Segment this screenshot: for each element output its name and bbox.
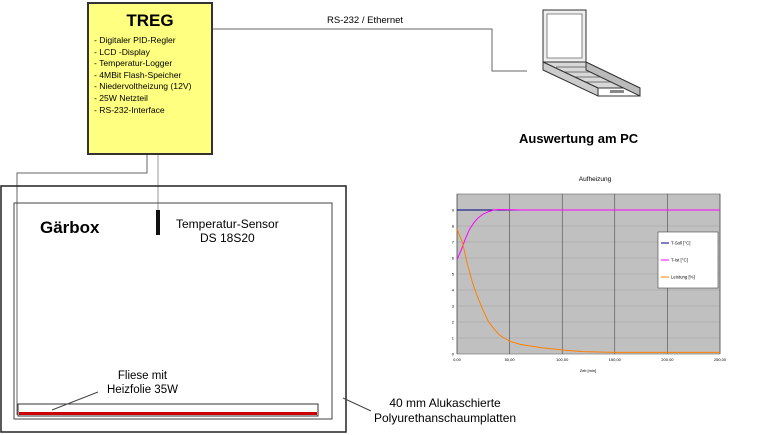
chart-x-tick-label: 100,00 bbox=[556, 357, 569, 362]
gaerbox-outer-wall bbox=[0, 185, 347, 433]
chart-y-tick-label: 9 bbox=[452, 208, 455, 213]
heater-leader-line bbox=[51, 391, 99, 411]
laptop-icon bbox=[542, 9, 641, 97]
insulation-label: 40 mm Alukaschierte Polyurethanschaumpla… bbox=[374, 396, 516, 426]
chart-y-tick-label: 7 bbox=[452, 240, 455, 245]
chart-x-tick-label: 250,00 bbox=[714, 357, 727, 362]
chart-legend-label: Leistung [%] bbox=[671, 275, 695, 280]
chart-legend-label: T-Soll [°C] bbox=[671, 241, 690, 246]
chart-y-tick-label: 0 bbox=[452, 352, 455, 357]
heater-label: Fliese mit Heizfolie 35W bbox=[107, 369, 178, 397]
treg-controller: TREG - Digitaler PID-Regler - LCD -Displ… bbox=[87, 2, 213, 155]
treg-feature-list: - Digitaler PID-Regler - LCD -Display - … bbox=[94, 35, 191, 116]
treg-feature: - Niedervoltheizung (12V) bbox=[94, 81, 192, 92]
temperature-sensor bbox=[156, 210, 160, 235]
insulation-label-line: 40 mm Alukaschierte bbox=[389, 396, 501, 410]
chart-y-tick-label: 2 bbox=[452, 320, 455, 325]
chart-xlabel: Zeit [min] bbox=[580, 368, 596, 373]
rs232-cable bbox=[213, 28, 527, 72]
treg-feature: - Temperatur-Logger bbox=[94, 58, 173, 69]
chart-y-tick-label: 1 bbox=[452, 336, 455, 341]
insulation-label-line: Polyurethanschaumplatten bbox=[374, 411, 517, 425]
connection-label: RS-232 / Ethernet bbox=[327, 15, 404, 26]
treg-feature: - Digitaler PID-Regler bbox=[94, 35, 176, 45]
chart-y-tick-label: 8 bbox=[452, 224, 455, 229]
chart-x-tick-label: 200,00 bbox=[661, 357, 674, 362]
chart-y-tick-label: 3 bbox=[452, 304, 455, 309]
gaerbox-inner-wall bbox=[13, 202, 333, 420]
treg-feature: - RS-232-Interface bbox=[94, 104, 165, 115]
chart-x-tick-label: 150,00 bbox=[609, 357, 622, 362]
chart-series-line bbox=[456, 229, 720, 353]
chart-y-tick-label: 4 bbox=[452, 288, 455, 293]
heater-label-line: Fliese mit bbox=[117, 370, 168, 382]
chart-y-tick-label: 5 bbox=[452, 272, 455, 277]
chart-y-tick-label: 6 bbox=[452, 256, 455, 261]
sensor-label: Temperatur-Sensor DS 18S20 bbox=[176, 217, 279, 245]
chart-title: Aufheizung bbox=[579, 176, 612, 183]
heater-cable bbox=[16, 155, 148, 415]
sensor-label-line: Temperatur-Sensor bbox=[176, 217, 279, 231]
chart-legend-label: T-Ist [°C] bbox=[671, 258, 688, 263]
insulation-leader-line bbox=[342, 397, 372, 412]
chart-legend: T-Soll [°C] T-Ist [°C] Leistung [%] bbox=[657, 231, 719, 289]
chart-x-tick-label: 0,00 bbox=[453, 357, 462, 362]
pc-label: Auswertung am PC bbox=[519, 131, 639, 146]
gaerbox-title: Gärbox bbox=[40, 218, 100, 237]
chart-series-line bbox=[456, 208, 720, 260]
chart-x-tick-label: 50,00 bbox=[505, 357, 516, 362]
treg-title: TREG bbox=[126, 11, 174, 30]
treg-feature: - LCD -Display bbox=[94, 46, 150, 57]
treg-feature: - 25W Netzteil bbox=[94, 92, 148, 103]
heater-label-line: Heizfolie 35W bbox=[107, 384, 178, 396]
sensor-label-line: DS 18S20 bbox=[200, 231, 255, 245]
heating-chart: Aufheizung 0 1 2 3 4 5 6 7 8 9 0,00 50,00 100,00 150… bbox=[452, 176, 727, 373]
treg-feature: - 4MBit Flash-Speicher bbox=[94, 69, 182, 80]
